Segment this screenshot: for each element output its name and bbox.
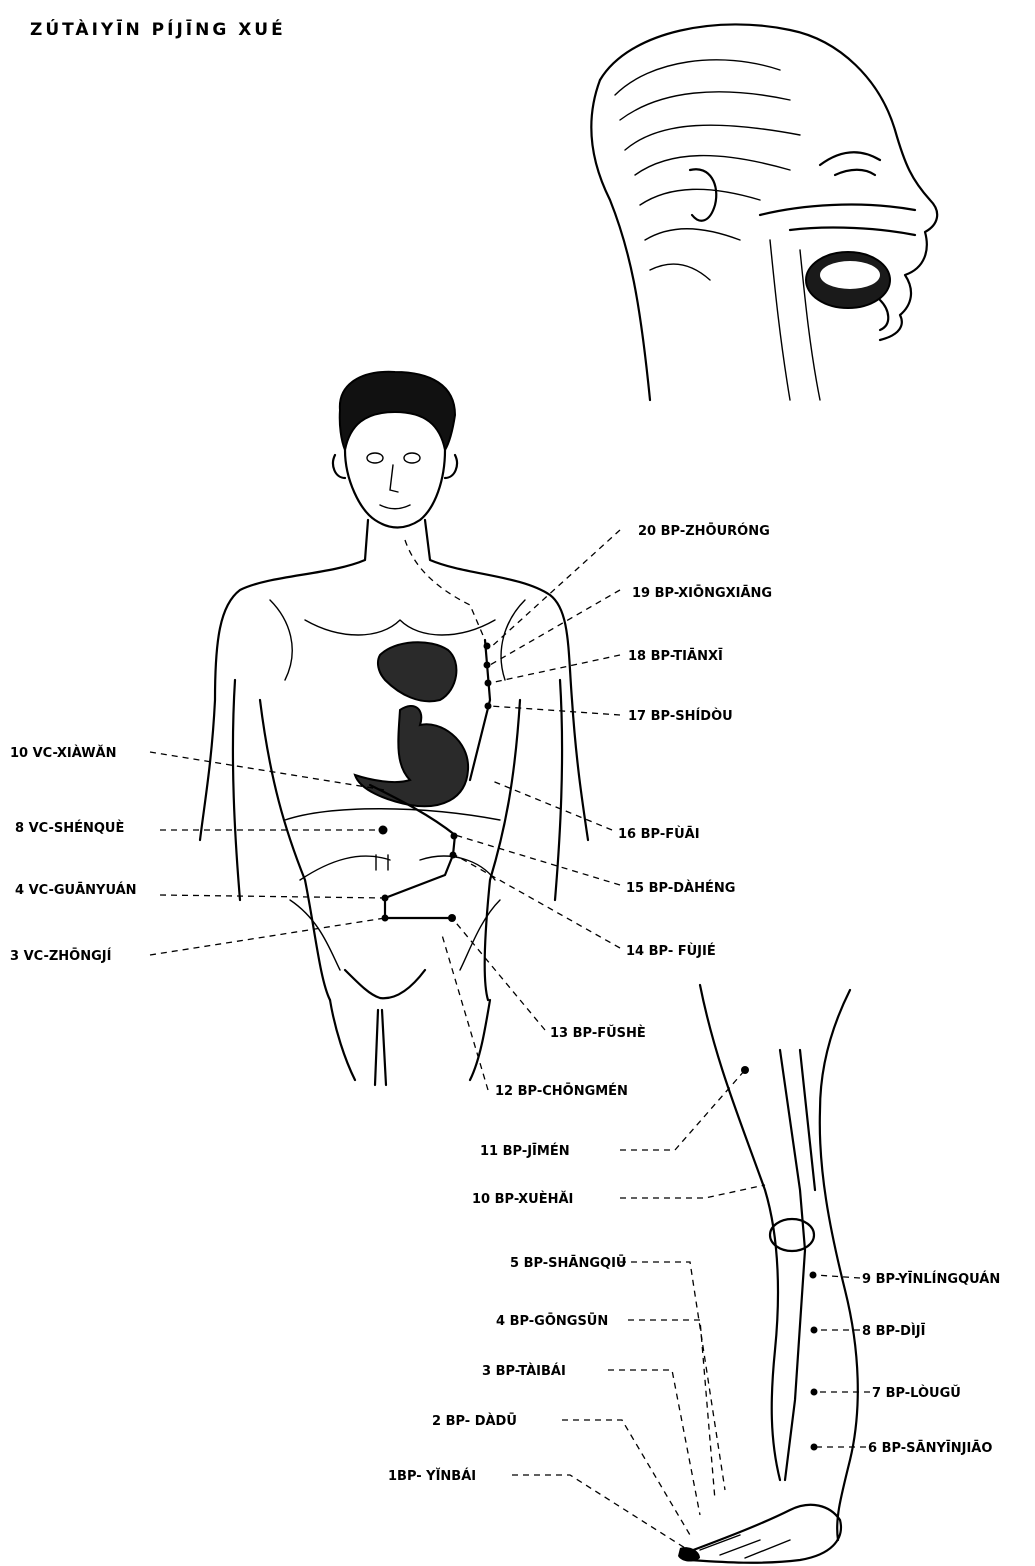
point-marker xyxy=(382,895,389,902)
point-marker xyxy=(485,680,492,687)
label-bp18: 18 BP-TIĀNXĪ xyxy=(628,649,723,664)
label-bp8: 8 BP-DÌJĪ xyxy=(862,1323,926,1339)
label-vc10: 10 VC-XIÀWĂN xyxy=(10,745,116,761)
point-marker xyxy=(379,826,388,835)
point-marker xyxy=(450,852,457,859)
point-marker xyxy=(811,1389,818,1396)
leg-illustration xyxy=(678,985,858,1563)
label-bp3: 3 BP-TÀIBÁI xyxy=(482,1363,566,1379)
label-bp10: 10 BP-XUÈHĂI xyxy=(472,1191,573,1207)
label-bp7: 7 BP-LÒUGŬ xyxy=(872,1385,961,1401)
point-marker xyxy=(484,662,491,669)
point-marker xyxy=(741,1066,749,1074)
point-marker xyxy=(485,703,492,710)
point-labels: 20 BP-ZHŌURÓNG 19 BP-XIŌNGXIĀNG 18 BP-TI… xyxy=(10,523,1000,1484)
point-marker xyxy=(810,1272,817,1279)
label-bp15: 15 BP-DÀHÉNG xyxy=(626,880,735,896)
label-bp9: 9 BP-YĪNLÍNGQUÁN xyxy=(862,1271,1000,1287)
head-profile-illustration xyxy=(591,24,937,400)
label-bp20: 20 BP-ZHŌURÓNG xyxy=(638,523,770,539)
point-marker xyxy=(448,914,456,922)
label-bp13: 13 BP-FŬSHÈ xyxy=(550,1025,646,1041)
label-vc3: 3 VC-ZHŌNGJÍ xyxy=(10,948,112,964)
point-marker xyxy=(451,833,458,840)
point-marker xyxy=(811,1327,818,1334)
point-marker xyxy=(811,1444,818,1451)
label-bp16: 16 BP-FÙĀI xyxy=(618,826,700,842)
label-bp5: 5 BP-SHĀNGQIŪ xyxy=(510,1255,626,1271)
label-bp19: 19 BP-XIŌNGXIĀNG xyxy=(632,585,772,601)
torso-figure-illustration xyxy=(200,372,588,1085)
label-bp1: 1BP- YĬNBÁI xyxy=(388,1468,476,1484)
label-bp12: 12 BP-CHŌNGMÉN xyxy=(495,1083,628,1099)
leader-lines xyxy=(150,530,870,1548)
label-bp11: 11 BP-JĪMÉN xyxy=(480,1143,570,1159)
label-bp14: 14 BP- FÙJIÉ xyxy=(626,943,716,959)
point-marker xyxy=(484,643,491,650)
label-bp6: 6 BP-SĀNYĪNJIĀO xyxy=(868,1441,992,1456)
label-vc4: 4 VC-GUĀNYUÁN xyxy=(15,882,137,898)
label-bp2: 2 BP- DÀDŪ xyxy=(432,1413,517,1429)
label-bp4: 4 BP-GŌNGSŪN xyxy=(496,1313,608,1329)
point-marker xyxy=(382,915,389,922)
label-bp17: 17 BP-SHÍDÒU xyxy=(628,708,733,724)
label-vc8: 8 VC-SHÉNQUÈ xyxy=(15,820,124,836)
